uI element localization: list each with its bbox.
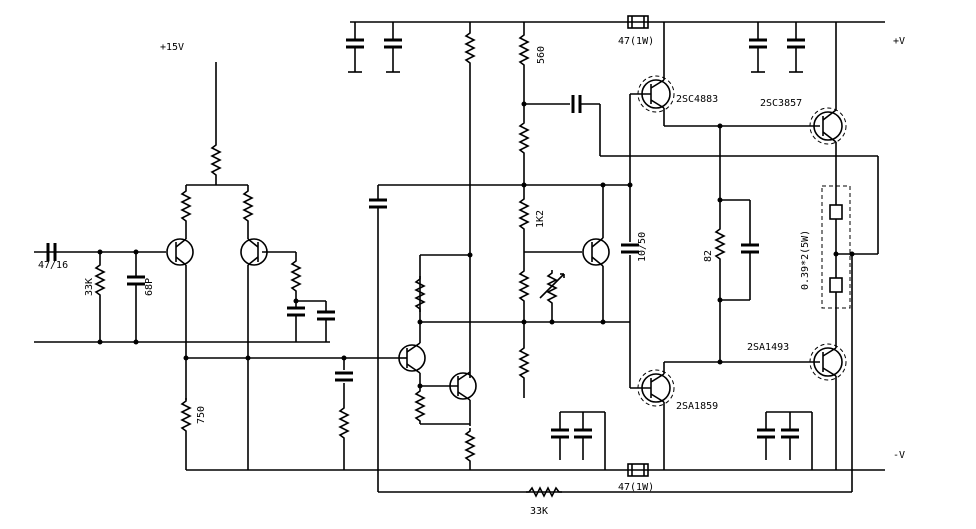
label-minus-v: -V [893,450,905,461]
label-68p: 68P [144,278,155,296]
label-82: 82 [703,250,714,262]
supply-resistor-top [627,15,649,29]
rail-electrolytic-top-right [787,22,805,73]
input-capacitor [46,243,57,261]
driver-transistor-2sa1859 [629,362,675,470]
label-10-50: 10/50 [637,232,648,262]
label-2sc3857: 2SC3857 [760,98,802,109]
rail-capacitor-top-left [346,22,364,73]
label-2sa1493: 2SA1493 [747,342,789,353]
supply-resistor-bottom [627,463,649,477]
label-emitter-resistors: 0.39*2(5W) [800,230,811,290]
label-750: 750 [196,406,207,424]
rail-capacitor-bottom-left [551,411,606,470]
label-560: 560 [536,46,547,64]
label-plus15v: +15V [160,42,184,53]
vas-driver-transistor [420,371,477,426]
label-33k-input: 33K [84,278,95,296]
rail-capacitor-top-right [749,22,767,73]
output-transistor-2sa1493 [809,343,847,470]
label-47-top: 47(1W) [618,36,654,47]
vas-transistor [398,255,426,385]
rail-capacitor-bottom-right [757,411,813,470]
output-transistor-2sc3857 [809,22,847,190]
vbe-multiplier-transistor [582,185,610,322]
label-33k-feedback: 33K [530,506,548,517]
label-1k2: 1K2 [535,210,546,228]
label-2sc4883: 2SC4883 [676,94,718,105]
label-input-cap: 47/16 [38,260,68,271]
label-2sa1859: 2SA1859 [676,401,718,412]
bias-trimmer [539,269,565,322]
emitter-resistor-block [821,185,851,348]
input-transistor-right [240,185,268,470]
driver-transistor-2sc4883 [629,22,675,185]
label-plus-v: +V [893,36,905,47]
rail-electrolytic-top-left [384,22,402,73]
input-transistor-left [166,185,194,400]
label-47-bottom: 47(1W) [618,482,654,493]
